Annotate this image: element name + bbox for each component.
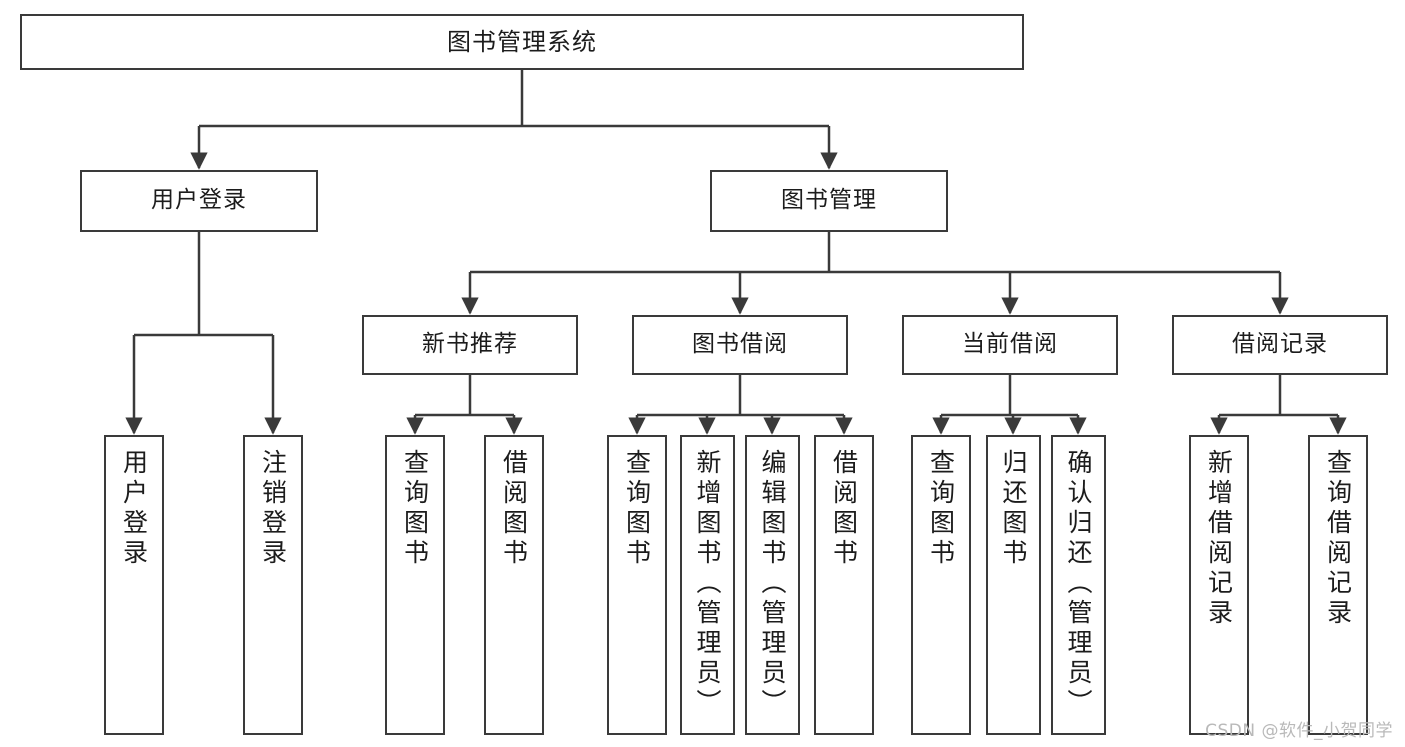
leaf-records-query-record-label: 查询借阅记录 xyxy=(1323,449,1353,629)
node-user-login[interactable]: 用户登录 xyxy=(80,170,318,232)
node-book-management[interactable]: 图书管理 xyxy=(710,170,948,232)
leaf-borrow-borrow-book[interactable]: 借阅图书 xyxy=(814,435,874,735)
leaf-newbooks-borrow-book[interactable]: 借阅图书 xyxy=(484,435,544,735)
watermark: CSDN @软件_小贺同学 xyxy=(1205,721,1393,741)
leaf-user-login[interactable]: 用户登录 xyxy=(104,435,164,735)
leaf-user-login-label: 用户登录 xyxy=(119,449,149,569)
leaf-user-logout[interactable]: 注销登录 xyxy=(243,435,303,735)
leaf-records-query-record[interactable]: 查询借阅记录 xyxy=(1308,435,1368,735)
leaf-newbooks-query-book-label: 查询图书 xyxy=(400,449,430,569)
node-new-book-recommend[interactable]: 新书推荐 xyxy=(362,315,578,375)
leaf-borrow-borrow-book-label: 借阅图书 xyxy=(829,449,859,569)
node-user-login-label: 用户登录 xyxy=(151,187,247,214)
leaf-borrow-edit-book-admin-label: 编辑图书（管理员） xyxy=(758,449,787,719)
leaf-borrow-add-book-admin[interactable]: 新增图书（管理员） xyxy=(680,435,735,735)
node-borrow-records[interactable]: 借阅记录 xyxy=(1172,315,1388,375)
leaf-borrow-query-book-label: 查询图书 xyxy=(622,449,652,569)
leaf-records-add-record-label: 新增借阅记录 xyxy=(1204,449,1234,629)
node-book-management-label: 图书管理 xyxy=(781,187,877,214)
leaf-newbooks-query-book[interactable]: 查询图书 xyxy=(385,435,445,735)
node-borrow-records-label: 借阅记录 xyxy=(1232,331,1328,358)
leaf-borrow-add-book-admin-label: 新增图书（管理员） xyxy=(693,449,722,719)
leaf-records-add-record[interactable]: 新增借阅记录 xyxy=(1189,435,1249,735)
node-root-label: 图书管理系统 xyxy=(447,27,597,56)
leaf-current-return-book-label: 归还图书 xyxy=(999,449,1028,569)
node-root[interactable]: 图书管理系统 xyxy=(20,14,1024,70)
leaf-borrow-query-book[interactable]: 查询图书 xyxy=(607,435,667,735)
leaf-user-logout-label: 注销登录 xyxy=(258,449,288,569)
leaf-current-confirm-return-admin-label: 确认归还（管理员） xyxy=(1064,449,1093,719)
leaf-current-query-book-label: 查询图书 xyxy=(926,449,956,569)
node-book-borrow[interactable]: 图书借阅 xyxy=(632,315,848,375)
node-current-borrow[interactable]: 当前借阅 xyxy=(902,315,1118,375)
node-new-book-recommend-label: 新书推荐 xyxy=(422,331,518,358)
leaf-current-query-book[interactable]: 查询图书 xyxy=(911,435,971,735)
leaf-current-confirm-return-admin[interactable]: 确认归还（管理员） xyxy=(1051,435,1106,735)
leaf-borrow-edit-book-admin[interactable]: 编辑图书（管理员） xyxy=(745,435,800,735)
leaf-newbooks-borrow-book-label: 借阅图书 xyxy=(499,449,529,569)
leaf-current-return-book[interactable]: 归还图书 xyxy=(986,435,1041,735)
node-current-borrow-label: 当前借阅 xyxy=(962,331,1058,358)
node-book-borrow-label: 图书借阅 xyxy=(692,331,788,358)
